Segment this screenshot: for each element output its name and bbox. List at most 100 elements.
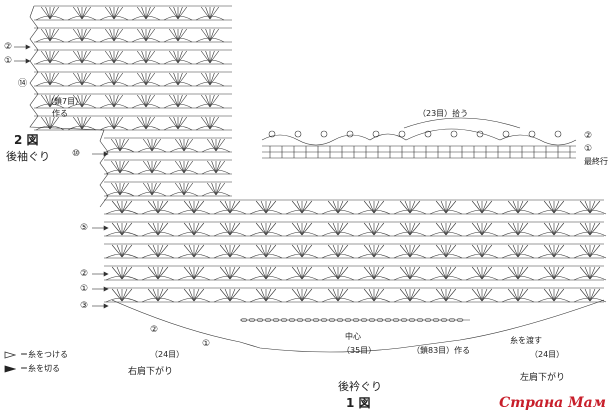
chain-arch	[465, 209, 499, 215]
stitch-stroke	[113, 94, 124, 108]
chain-arch	[249, 209, 283, 215]
stitch-stroke	[517, 266, 524, 280]
stitch-stroke	[119, 160, 125, 174]
stitch-stroke	[589, 200, 596, 214]
chain-arch	[67, 59, 97, 65]
stitch-stroke	[193, 266, 205, 280]
stitch-stroke	[177, 72, 183, 86]
stitch-stroke	[40, 116, 51, 130]
stitch-stroke	[173, 28, 179, 42]
stitch-stroke	[205, 72, 211, 86]
chain-arch	[137, 191, 167, 197]
stitch-stroke	[471, 200, 483, 214]
stitch-stroke	[113, 28, 119, 42]
chain-arch	[201, 191, 231, 197]
stitch-stroke	[363, 200, 375, 214]
stitch-stroke	[72, 72, 83, 86]
stitch-stroke	[173, 50, 179, 64]
stitch-stroke	[291, 244, 303, 258]
stitch-stroke	[157, 288, 164, 302]
stitch-stroke	[173, 6, 179, 20]
chain-stitch	[240, 318, 248, 322]
chain-arch	[429, 209, 463, 215]
stitch-stroke	[109, 116, 115, 130]
stitch-stroke	[168, 116, 179, 130]
stitch-stroke	[255, 222, 267, 236]
chain-arch	[35, 125, 65, 131]
stitch-stroke	[332, 244, 339, 258]
stitch-stroke	[49, 72, 55, 86]
stitch-stroke	[151, 160, 162, 174]
chain-arch	[465, 275, 499, 281]
legend-cut: ＝糸を切る	[4, 363, 60, 374]
chain-arch	[131, 81, 161, 87]
chain-arch	[195, 125, 225, 131]
stitch-stroke	[142, 182, 153, 196]
stitch-stroke	[209, 28, 220, 42]
stitch-stroke	[109, 94, 115, 108]
stitch-stroke	[255, 244, 267, 258]
left-count: （24目）	[150, 350, 185, 359]
stitch-stroke	[77, 116, 83, 130]
chain-arch	[321, 297, 355, 303]
stitch-stroke	[145, 94, 151, 108]
stitch-stroke	[145, 72, 151, 86]
stitch-stroke	[49, 94, 60, 108]
stitch-stroke	[476, 266, 483, 280]
chain-arch	[99, 81, 129, 87]
chain-stitch	[264, 318, 272, 322]
chain-arch	[99, 125, 129, 131]
stitch-stroke	[219, 200, 231, 214]
stitch-stroke	[224, 266, 231, 280]
chain-stitch	[408, 318, 416, 322]
row-arrow-head	[103, 286, 109, 292]
stitch-stroke	[553, 288, 560, 302]
stitch-stroke	[168, 6, 179, 20]
chain-stitch	[432, 318, 440, 322]
stitch-stroke	[209, 94, 215, 108]
chain-arch	[177, 297, 211, 303]
stitch-stroke	[113, 28, 124, 42]
stitch-stroke	[200, 50, 211, 64]
stitch-stroke	[440, 222, 447, 236]
stitch-stroke	[72, 116, 83, 130]
chain-arch	[35, 37, 65, 43]
stitch-stroke	[409, 266, 421, 280]
stitch-stroke	[363, 266, 375, 280]
stitch-stroke	[77, 72, 83, 86]
stitch-stroke	[327, 288, 339, 302]
stitch-stroke	[45, 50, 51, 64]
stitch-stroke	[49, 6, 60, 20]
chain-arch	[393, 275, 427, 281]
chain-arch	[163, 81, 193, 87]
stitch-stroke	[440, 244, 447, 258]
detail-row-1: ①	[584, 144, 593, 154]
chain-arch	[357, 209, 391, 215]
stitch-stroke	[109, 72, 115, 86]
chain-arch	[131, 37, 161, 43]
stitch-stroke	[81, 116, 92, 130]
stitch-stroke	[113, 50, 124, 64]
stitch-stroke	[206, 182, 217, 196]
stitch-stroke	[205, 94, 211, 108]
center-count: （35目）	[342, 346, 377, 355]
stitch-stroke	[589, 222, 596, 236]
stitch-stroke	[81, 94, 87, 108]
stitch-stroke	[49, 116, 60, 130]
stitch-stroke	[152, 288, 159, 302]
stitch-stroke	[445, 222, 452, 236]
stitch-stroke	[337, 200, 344, 214]
legend-attach-text: ＝糸をつける	[20, 350, 68, 359]
chain-arch	[573, 253, 607, 259]
chain-stitch	[256, 318, 264, 322]
stitch-stroke	[111, 244, 123, 258]
row-marker-1-mid: ①	[80, 284, 89, 294]
stitch-stroke	[113, 116, 119, 130]
stitch-stroke	[109, 6, 115, 20]
stitch-stroke	[119, 138, 130, 152]
stitch-stroke	[409, 222, 416, 236]
stitch-stroke	[548, 200, 555, 214]
neckline-curve	[111, 299, 605, 353]
stitch-stroke	[168, 50, 179, 64]
